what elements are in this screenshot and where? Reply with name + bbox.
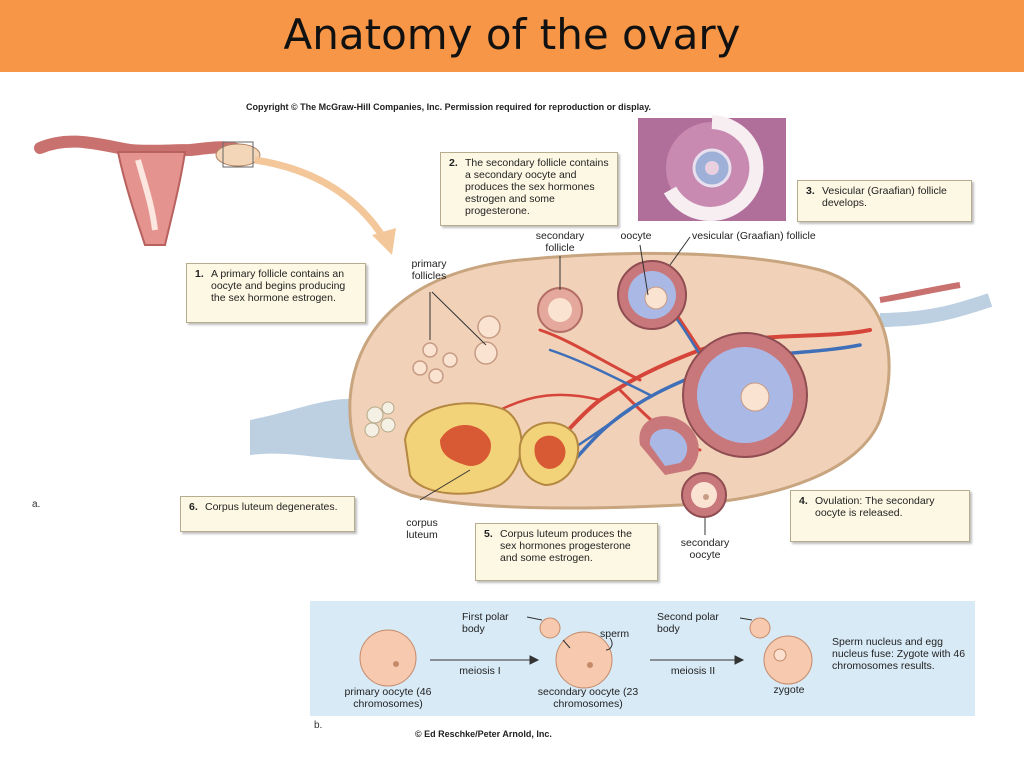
title-bar [0, 0, 1024, 72]
label-first-polar-body: First polar body [462, 611, 509, 635]
step-5-number: 5. [484, 528, 493, 540]
uterus-illustration [34, 135, 261, 246]
step-4-box: 4. Ovulation: The secondary oocyte is re… [790, 490, 970, 542]
label-vesicular-follicle: vesicular (Graafian) follicle [692, 230, 816, 242]
primary-oocyte-cell [359, 629, 417, 687]
vesicular-follicle-art [617, 260, 687, 330]
step-5-text: Corpus luteum produces the sex hormones … [500, 528, 632, 564]
step-3-text: Vesicular (Graafian) follicle develops. [822, 185, 947, 209]
label-meiosis-1: meiosis I [459, 665, 501, 677]
step-4-text: Ovulation: The secondary oocyte is relea… [815, 495, 935, 519]
secondary-oocyte-cell [555, 631, 613, 689]
step-1-number: 1. [195, 268, 204, 280]
label-zygote: zygote [773, 684, 805, 696]
label-primary-oocyte: primary oocyte (46 chromosomes) [344, 686, 432, 710]
released-oocyte-art [681, 472, 727, 518]
meiosis-panel [310, 601, 975, 716]
step-6-text: Corpus luteum degenerates. [205, 501, 338, 513]
step-2-box: 2. The secondary follicle contains a sec… [440, 152, 618, 226]
mature-follicle-art [682, 332, 808, 458]
label-primary-follicles: primary follicles [411, 258, 447, 282]
second-polar-body-cell [749, 617, 771, 639]
leader-lines [419, 236, 706, 535]
step-2-number: 2. [449, 157, 458, 169]
copyright-notice: Copyright © The McGraw-Hill Companies, I… [246, 102, 652, 112]
step-3-number: 3. [806, 185, 815, 197]
primary-follicles [412, 315, 501, 384]
label-nucleus-fuse: Sperm nucleus and egg nucleus fuse: Zygo… [832, 636, 966, 672]
corpus-luteum-art [364, 401, 580, 495]
step-1-box: 1. A primary follicle contains an oocyte… [186, 263, 366, 323]
label-secondary-oocyte-b: secondary oocyte (23 chromosomes) [537, 686, 639, 710]
panel-a-letter: a. [32, 499, 41, 510]
label-corpus-luteum: corpus luteum [406, 517, 438, 541]
step-5-box: 5. Corpus luteum produces the sex hormon… [475, 523, 658, 581]
label-secondary-oocyte: secondary oocyte [680, 537, 730, 561]
zygote-cell [763, 635, 813, 685]
label-meiosis-2: meiosis II [670, 665, 716, 677]
micrograph [638, 115, 786, 221]
secondary-follicle-art [537, 287, 583, 333]
step-6-box: 6. Corpus luteum degenerates. [180, 496, 355, 532]
step-4-number: 4. [799, 495, 808, 507]
label-sperm: sperm [600, 628, 630, 640]
label-secondary-follicle: secondary follicle [535, 230, 585, 254]
ruptured-follicle-art [639, 416, 699, 475]
label-oocyte: oocyte [620, 230, 652, 242]
panel-b-letter: b. [314, 720, 323, 731]
label-second-polar-body: Second polar body [657, 611, 719, 635]
step-6-number: 6. [189, 501, 198, 513]
step-2-text: The secondary follicle contains a second… [465, 157, 609, 217]
photo-credit: © Ed Reschke/Peter Arnold, Inc. [415, 729, 552, 739]
step-1-text: A primary follicle contains an oocyte an… [211, 268, 346, 304]
first-polar-body-cell [539, 617, 561, 639]
step-3-box: 3. Vesicular (Graafian) follicle develop… [797, 180, 972, 222]
slide-title: Anatomy of the ovary [283, 10, 741, 59]
